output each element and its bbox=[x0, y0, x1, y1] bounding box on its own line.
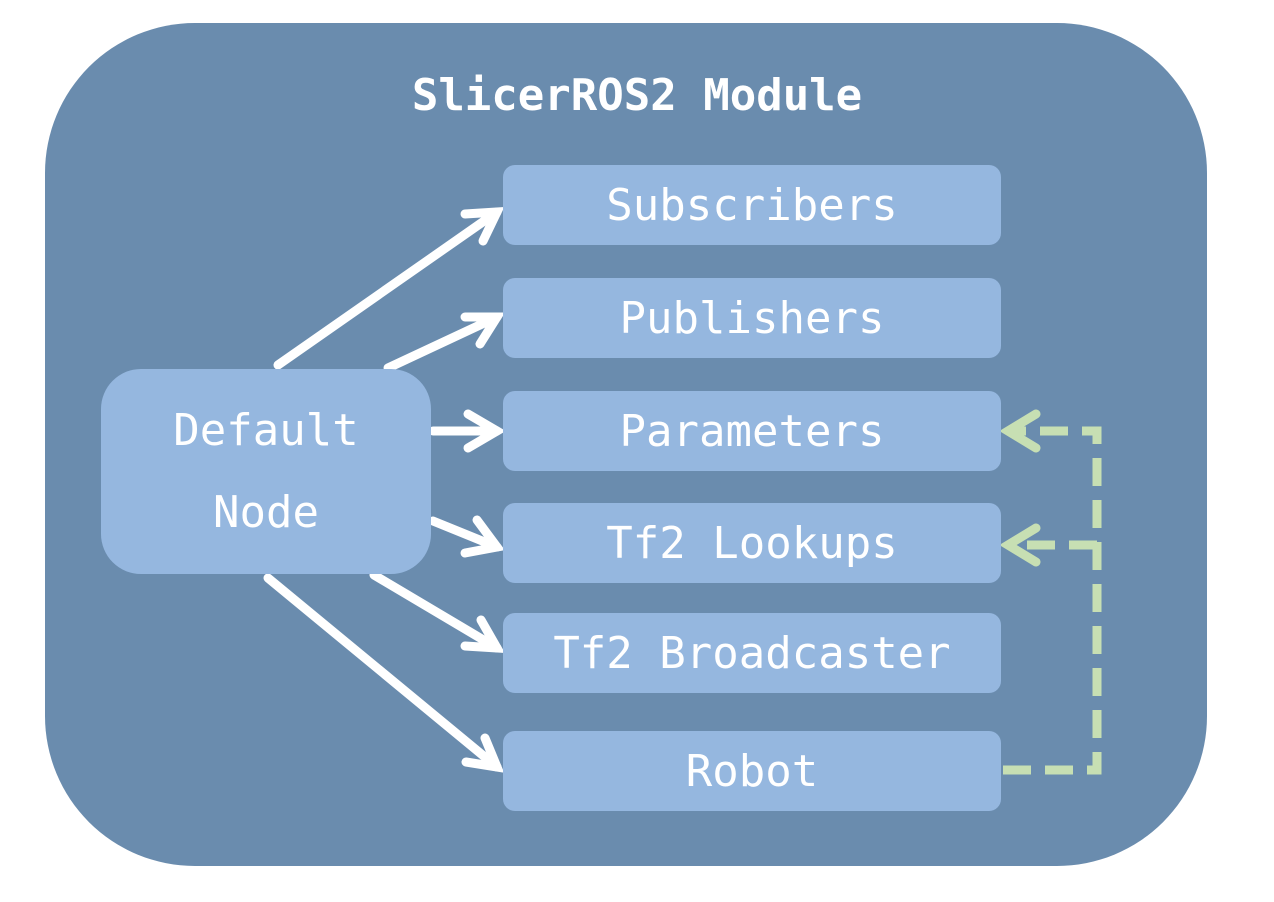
tf2-lookups-box: Tf2 Lookups bbox=[503, 503, 1001, 583]
node-arrows bbox=[263, 207, 506, 773]
arrow-to-tf2-broadcaster bbox=[369, 570, 506, 654]
robot-feedback-arrows bbox=[999, 409, 1102, 775]
publishers-box: Publishers bbox=[503, 278, 1001, 358]
arrow-to-robot bbox=[263, 573, 505, 773]
default-node-label-line1: Default bbox=[173, 404, 359, 456]
parameters-box: Parameters bbox=[503, 391, 1001, 471]
robot-box: Robot bbox=[503, 731, 1001, 811]
arrow-to-parameters bbox=[428, 409, 506, 453]
arrow-to-subscribers bbox=[273, 207, 505, 370]
module-title: SlicerROS2 Module bbox=[411, 70, 863, 121]
dashed-connector bbox=[1003, 426, 1102, 775]
arrowhead-parameters bbox=[999, 409, 1041, 453]
subscribers-box: Subscribers bbox=[503, 165, 1001, 245]
arrowhead-tf2-lookups bbox=[999, 523, 1041, 567]
arrow-to-publishers bbox=[383, 312, 506, 373]
tf2-broadcaster-box: Tf2 Broadcaster bbox=[503, 613, 1001, 693]
default-node-label-line2: Node bbox=[213, 486, 319, 538]
default-node: Default Node bbox=[101, 369, 431, 574]
arrow-to-tf2-lookups bbox=[428, 515, 505, 558]
